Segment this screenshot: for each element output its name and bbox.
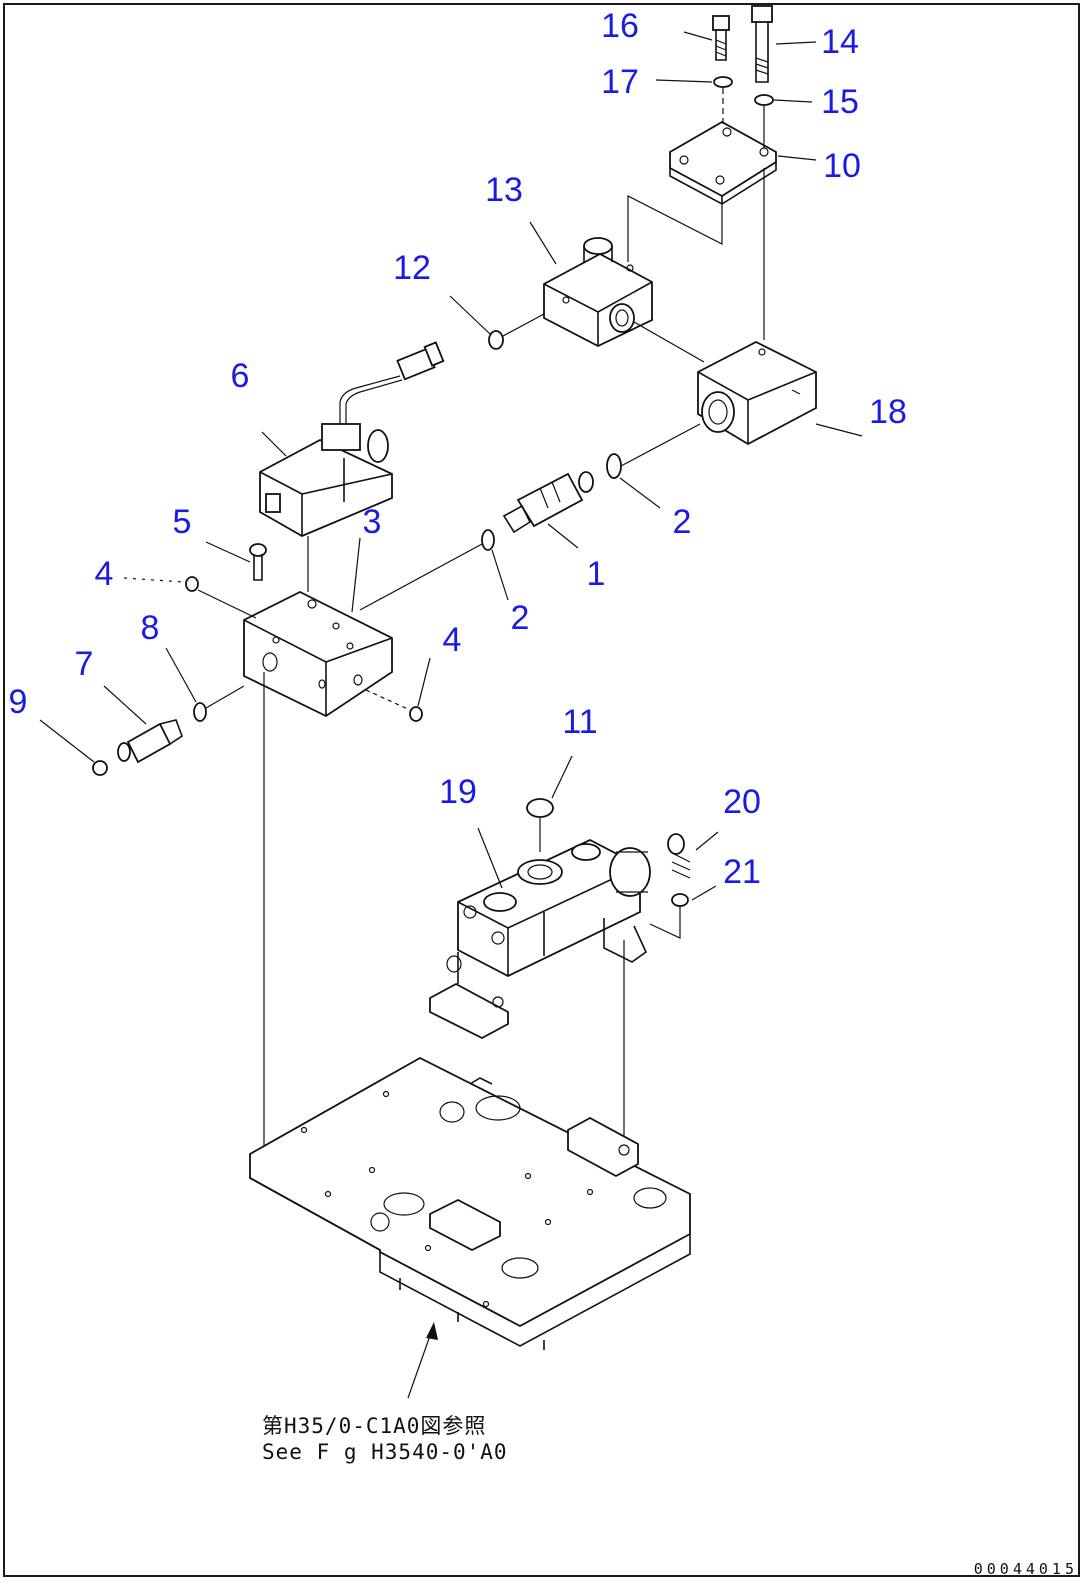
washer-21: [671, 893, 689, 907]
valve-block-18: [697, 340, 817, 446]
plug-12: [488, 313, 545, 350]
base-plate: [249, 1056, 691, 1350]
callout-1: 1: [586, 555, 606, 593]
plug-11: [526, 798, 554, 818]
callout-8: 8: [140, 609, 160, 647]
bolt-16: [712, 15, 730, 61]
callout-9: 9: [8, 683, 28, 721]
manifold-block-3: [243, 590, 393, 718]
fitting-7: [117, 719, 183, 764]
callout-15: 15: [821, 83, 859, 121]
callout-13: 13: [485, 171, 523, 209]
bolt-14: [751, 5, 773, 83]
callout-2-upper: 2: [672, 503, 692, 541]
callout-5: 5: [172, 503, 192, 541]
washer-15: [754, 94, 774, 106]
valve-block-13: [543, 237, 653, 348]
callout-20: 20: [723, 783, 761, 821]
o-ring-2-lower: [481, 529, 495, 551]
reference-note-japanese: 第H35/0-C1A0図参照: [262, 1414, 487, 1438]
drawing-number: 00044015: [973, 1560, 1078, 1578]
valve-assembly-19: [429, 838, 651, 1040]
callout-10: 10: [823, 147, 861, 185]
solenoid-valve-6: [259, 341, 445, 538]
plug-4-right: [409, 706, 423, 722]
callout-11: 11: [562, 703, 598, 741]
reference-note-english: See F g H3540-0'A0: [262, 1440, 508, 1464]
callout-21: 21: [723, 853, 761, 891]
callout-6: 6: [230, 357, 250, 395]
callout-4-right: 4: [442, 621, 462, 659]
ring-9: [92, 760, 108, 776]
o-ring-2-upper: [606, 453, 622, 479]
washer-17: [713, 76, 733, 88]
cover-plate-10: [669, 120, 777, 205]
callout-12: 12: [393, 249, 431, 287]
drawing-frame: [3, 3, 1080, 1577]
callout-7: 7: [74, 645, 94, 683]
callout-16: 16: [601, 7, 639, 45]
callout-18: 18: [869, 393, 907, 431]
callout-19: 19: [439, 773, 477, 811]
o-ring-8: [193, 702, 207, 722]
callout-4-left: 4: [94, 555, 114, 593]
callout-3: 3: [362, 503, 382, 541]
callout-2-lower: 2: [510, 599, 530, 637]
callout-14: 14: [821, 23, 859, 61]
bolt-5: [249, 543, 267, 581]
callout-17: 17: [601, 63, 639, 101]
pressure-sensor-1: [502, 471, 594, 534]
bolt-20: [667, 833, 691, 879]
plug-4-left: [185, 576, 199, 592]
